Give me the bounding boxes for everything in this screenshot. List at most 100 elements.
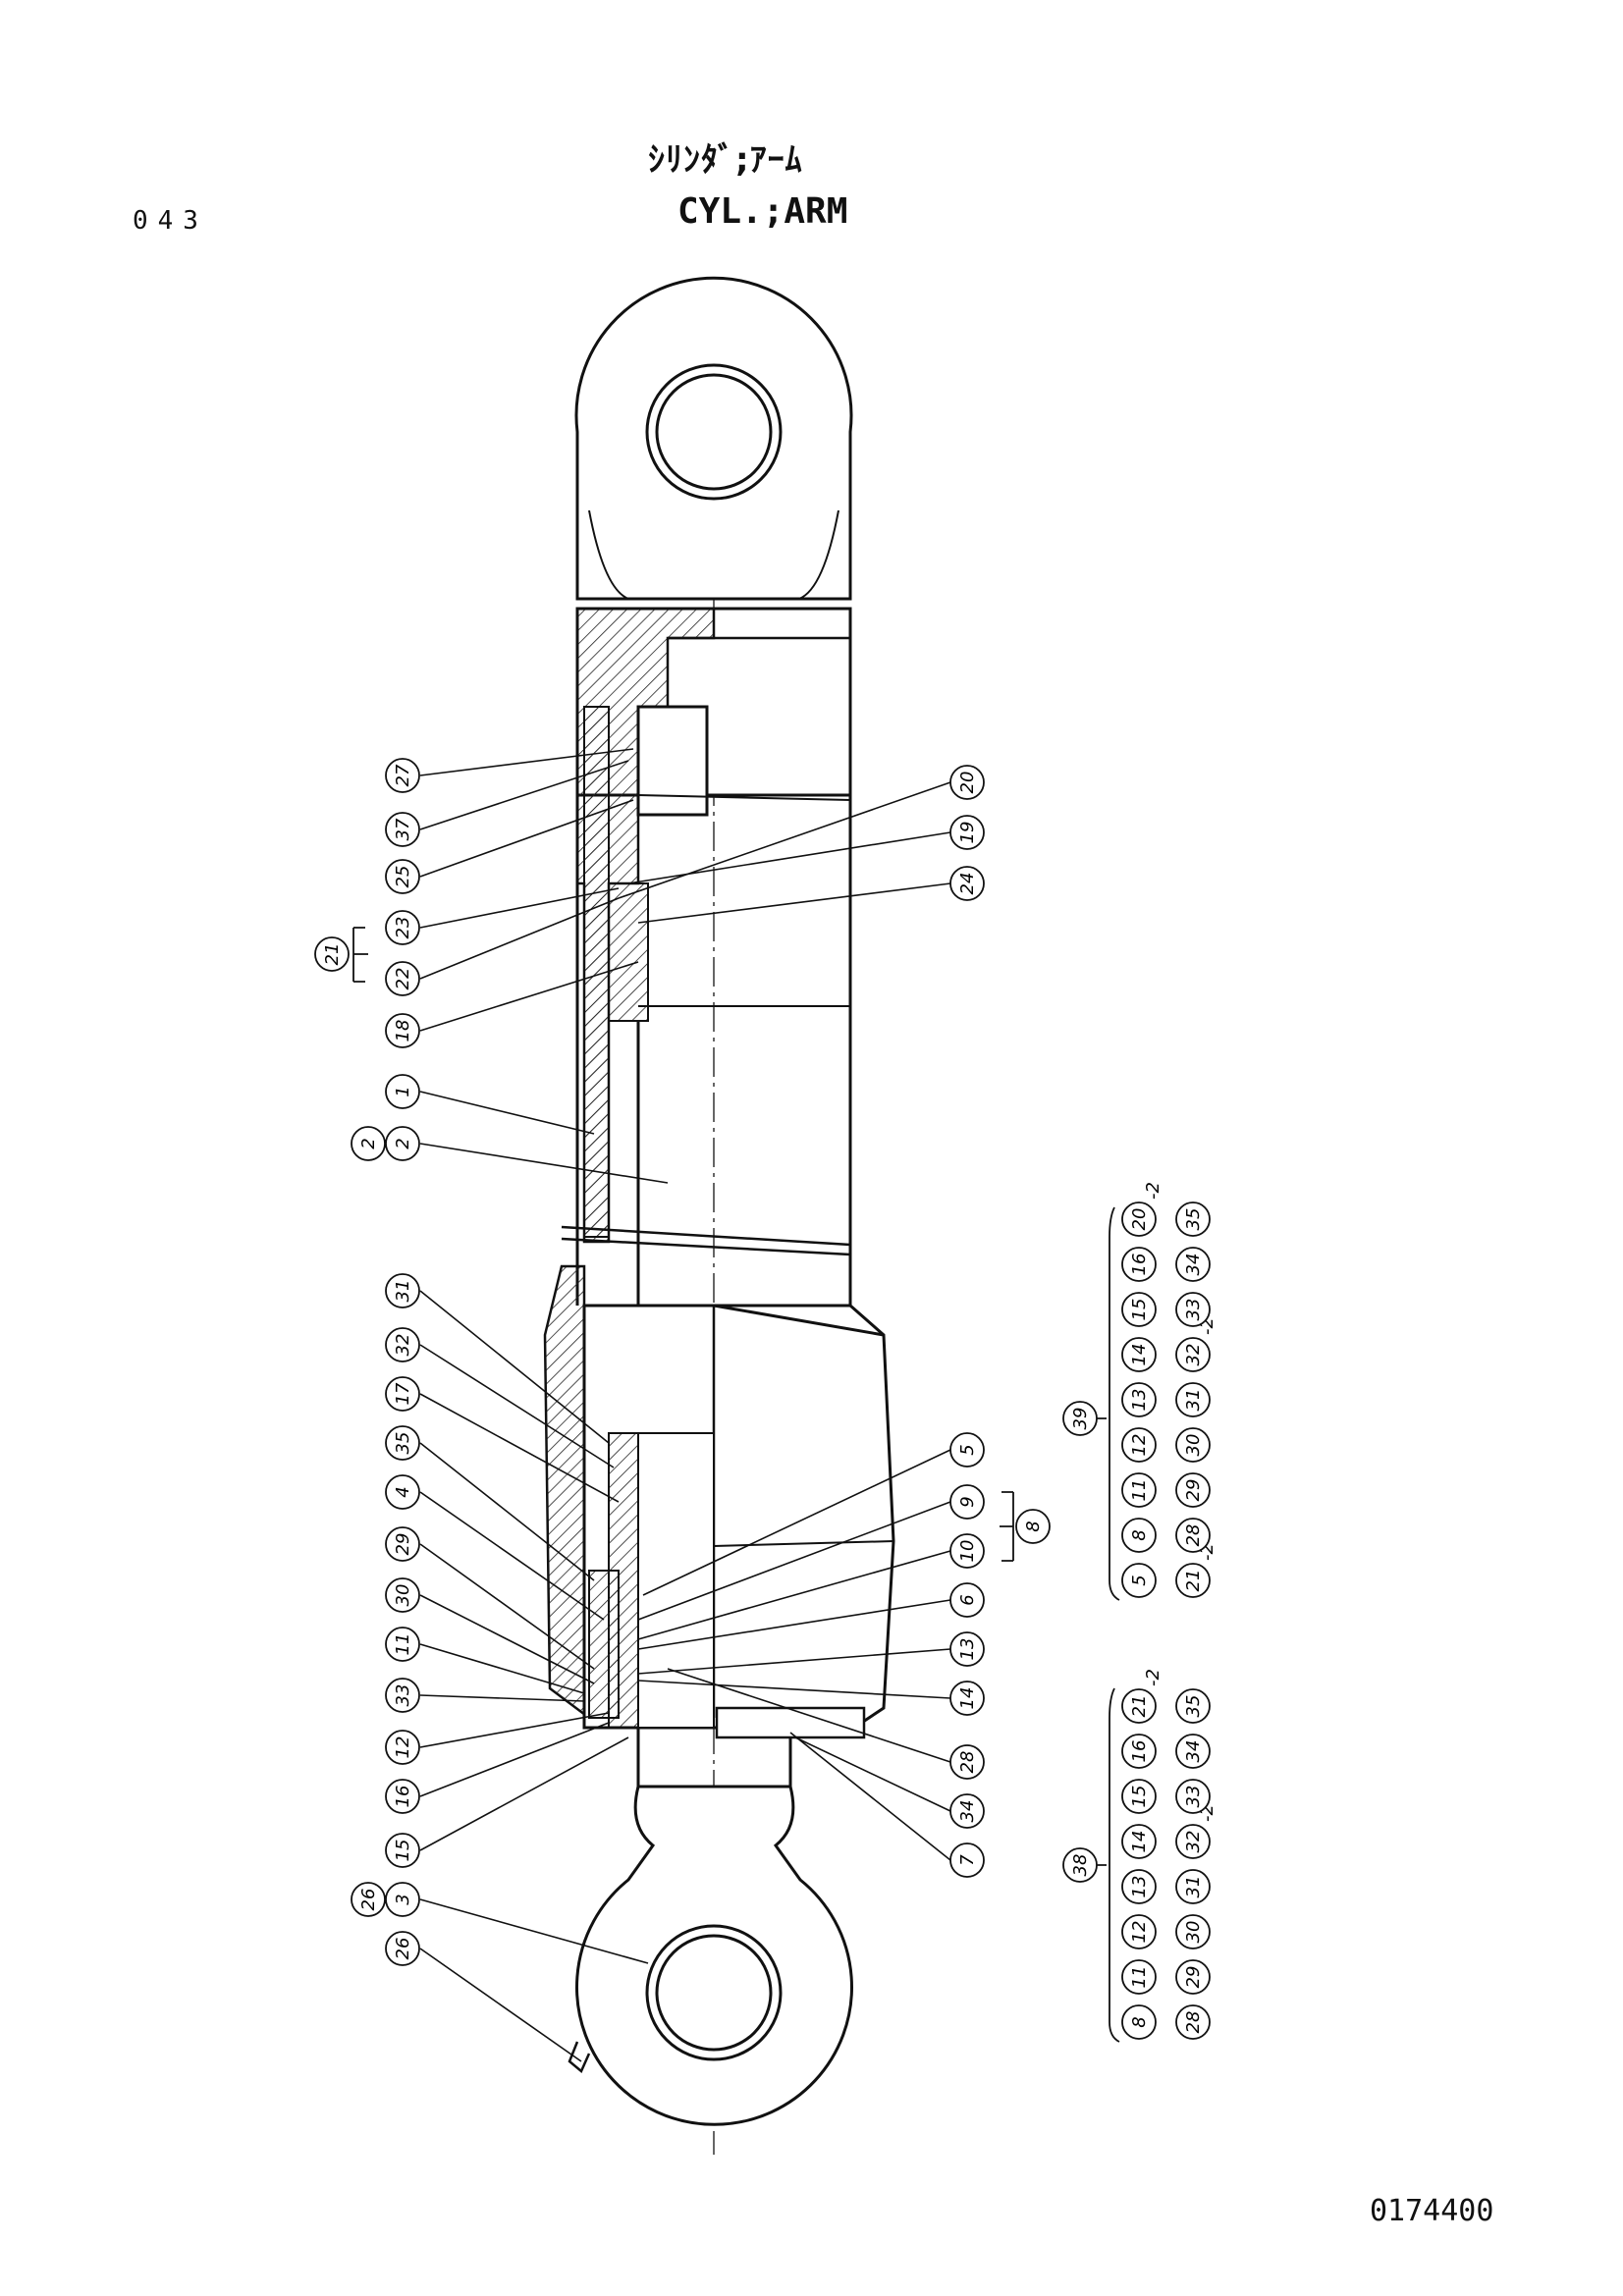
quantity-suffix: -2 [1143,1182,1163,1200]
kit-39-row1-5: 5 [1121,1563,1157,1598]
kit-38-row1-13: 13 [1121,1869,1157,1904]
document-code: 0174400 [1370,2194,1494,2228]
callout-number: 26 [393,1938,413,1960]
callout-number: 21 [1183,1570,1204,1592]
callout-left-26-outer: 26 [351,1882,386,1917]
callout-number: 11 [393,1633,413,1656]
kit-39-row1-16: 16 [1121,1247,1157,1282]
kit-39-row1-15: 15 [1121,1292,1157,1327]
callout-number: 34 [957,1800,978,1823]
callout-right-14: 14 [949,1681,985,1716]
kit-39-label: 39 [1062,1401,1098,1436]
callout-number: 35 [1183,1695,1204,1718]
kit-39-row2-21: 21-2 [1175,1543,1217,1598]
kit-38-row2-29: 29 [1175,1959,1211,1995]
callout-number: 22 [393,968,413,990]
callout-left-32: 32 [385,1327,420,1362]
callout-number: 32 [393,1334,413,1357]
callout-number: 6 [957,1594,978,1605]
top-eye [574,276,853,601]
callout-left-23: 23 [385,910,420,945]
kit-38-row1-14: 14 [1121,1824,1157,1859]
kit-39-row2-30: 30 [1175,1427,1211,1463]
callout-number: 17 [393,1382,413,1405]
callout-number: 14 [957,1687,978,1710]
callout-left-33: 33 [385,1678,420,1713]
callout-number: 4 [393,1486,413,1497]
kit-38-row1-21: 21-2 [1121,1669,1163,1724]
callout-number: 7 [957,1854,978,1866]
callout-number: 16 [393,1786,413,1808]
callout-number: 3 [393,1894,413,1904]
callout-number: 8 [1129,1529,1150,1540]
callout-number: 12 [1129,1921,1150,1944]
title-english: CYL.;ARM [677,191,848,232]
callout-number: 24 [957,873,978,895]
callout-number: 35 [393,1432,413,1455]
callout-number: 9 [957,1496,978,1507]
callout-number: 33 [393,1684,413,1707]
callout-number: 20 [1129,1208,1150,1231]
callout-left-11: 11 [385,1627,420,1662]
callout-right-34: 34 [949,1793,985,1829]
callout-number: 26 [358,1889,379,1911]
callout-left-37: 37 [385,812,420,847]
callout-number: 39 [1070,1408,1091,1430]
callout-number: 38 [1070,1854,1091,1877]
callout-number: 15 [1129,1299,1150,1321]
callout-number: 2 [393,1138,413,1148]
callout-number: 1 [393,1086,413,1096]
kit-38-row2-31: 31 [1175,1869,1211,1904]
callout-right-20: 20 [949,765,985,800]
kit-39-row2-33: 33 [1175,1292,1211,1327]
callout-number: 12 [1129,1434,1150,1457]
callout-right-7: 7 [949,1842,985,1878]
callout-right-9: 9 [949,1484,985,1520]
callout-number: 15 [393,1840,413,1862]
kit-39-row1-12: 12 [1121,1427,1157,1463]
kit-38-row1-15: 15 [1121,1779,1157,1814]
callout-number: 31 [1183,1876,1204,1898]
callout-number: 5 [1129,1575,1150,1585]
kit-39-row2-31: 31 [1175,1382,1211,1417]
kit-39-row1-11: 11 [1121,1472,1157,1508]
callout-group: 2737252322181231321735429301133121615326… [314,758,1217,2040]
callout-number: 8 [1129,2016,1150,2027]
kit-38-row1-11: 11 [1121,1959,1157,1995]
kit-38-row2-30: 30 [1175,1914,1211,1949]
callout-right-10: 10 [949,1533,985,1569]
callout-number: 30 [1183,1434,1204,1457]
callout-number: 34 [1183,1254,1204,1276]
kit-39-row2-34: 34 [1175,1247,1211,1282]
kit-39-row1-14: 14 [1121,1337,1157,1372]
callout-left-31: 31 [385,1273,420,1308]
callout-number: 10 [957,1540,978,1563]
callout-number: 16 [1129,1254,1150,1276]
callout-number: 28 [1183,2011,1204,2034]
callout-group-21: 21 [314,936,350,972]
kit-39-row1-13: 13 [1121,1382,1157,1417]
callout-left-30: 30 [385,1577,420,1613]
callout-number: 13 [1129,1876,1150,1898]
kit-38-row1-16: 16 [1121,1734,1157,1769]
callout-number: 28 [957,1751,978,1774]
kit-39-row2-28: 28 [1175,1518,1211,1553]
callout-left-15: 15 [385,1833,420,1868]
rod-gland [543,1264,895,1787]
callout-number: 13 [1129,1389,1150,1412]
callout-number: 21 [1129,1695,1150,1718]
callout-left-17: 17 [385,1376,420,1412]
callout-left-18: 18 [385,1013,420,1048]
callout-number: 31 [1183,1389,1204,1412]
callout-number: 14 [1129,1831,1150,1853]
kit-39-row2-29: 29 [1175,1472,1211,1508]
callout-number: 29 [1183,1966,1204,1989]
callout-right-24: 24 [949,866,985,901]
page-number: 043 [133,206,208,236]
callout-left-1: 1 [385,1074,420,1109]
kit-39-row2-35: 35 [1175,1201,1211,1237]
callout-number: 33 [1183,1786,1204,1808]
callout-number: 29 [1183,1479,1204,1502]
callout-left-16: 16 [385,1779,420,1814]
